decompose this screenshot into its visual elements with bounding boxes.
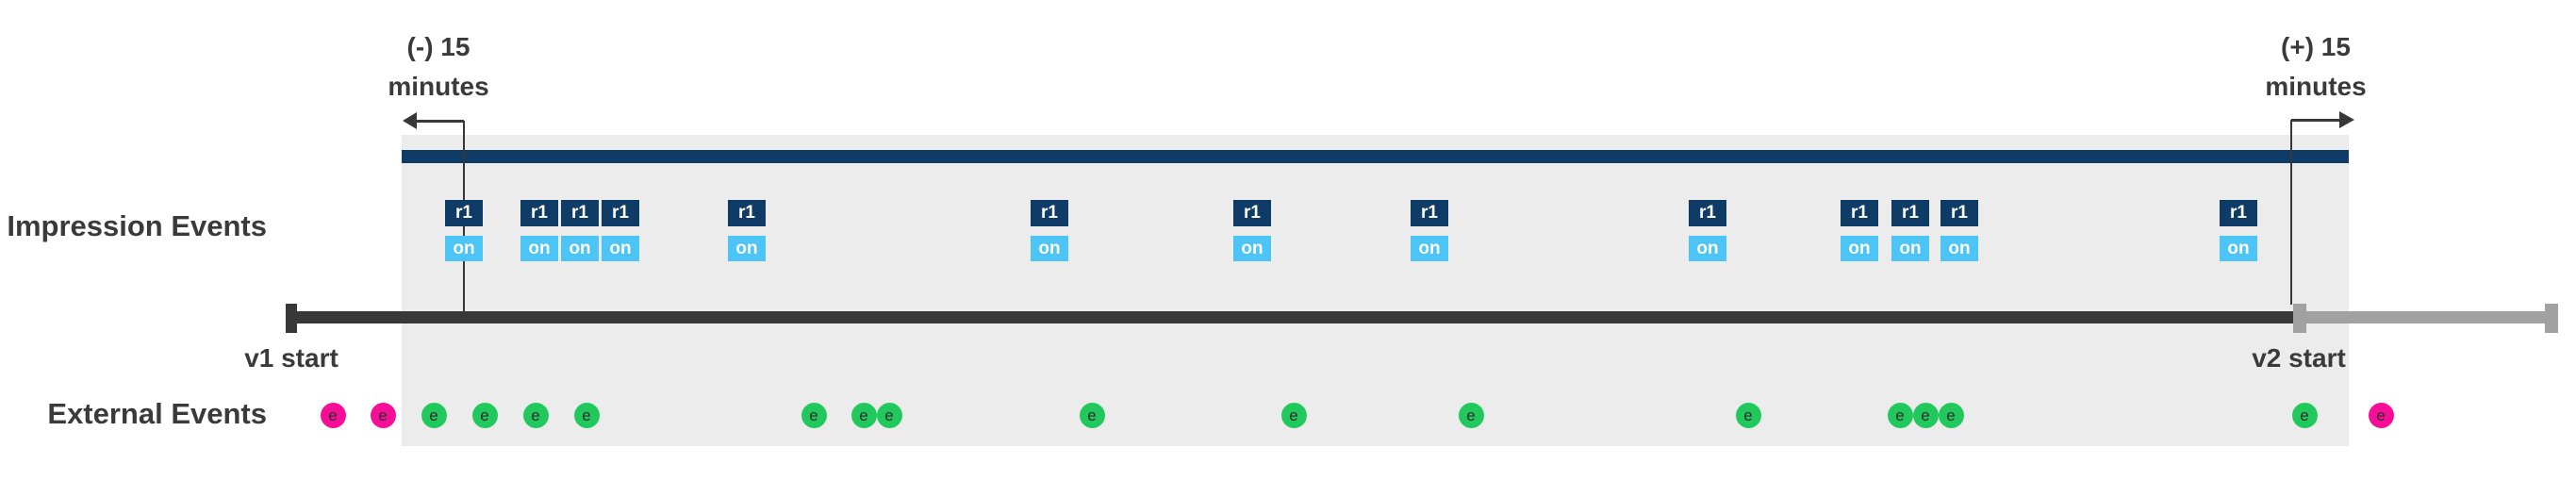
campaign-duration-bar — [402, 150, 2349, 163]
external-event-green: e — [522, 403, 549, 428]
impression-event: r1 on — [1689, 200, 1726, 261]
impression-r1-chip: r1 — [1841, 200, 1878, 226]
impression-event: r1 on — [1841, 200, 1878, 261]
impression-on-chip: on — [1031, 236, 1068, 261]
impression-events-label: Impression Events — [7, 209, 267, 242]
external-event-green: e — [421, 403, 447, 428]
external-event-green: e — [573, 403, 600, 428]
impression-r1-chip: r1 — [2220, 200, 2257, 226]
plus-15-arrow-line — [2291, 119, 2340, 122]
impression-r1-chip: r1 — [520, 200, 558, 226]
arrow-left-icon — [403, 112, 417, 129]
v1-timeline-bar — [286, 311, 2294, 323]
impression-on-chip: on — [1233, 236, 1271, 261]
impression-r1-chip: r1 — [1891, 200, 1929, 226]
external-event-green: e — [1938, 403, 1964, 428]
minus-15-label: (-) 15 — [406, 32, 471, 61]
external-event-green: e — [1458, 403, 1484, 428]
impression-r1-chip: r1 — [1940, 200, 1978, 226]
impression-on-chip: on — [1841, 236, 1878, 261]
external-event-green: e — [1280, 403, 1307, 428]
impression-r1-chip: r1 — [728, 200, 766, 226]
v2-start-cap — [2293, 304, 2306, 333]
impression-r1-chip: r1 — [445, 200, 483, 226]
external-event-pink: e — [2368, 403, 2394, 428]
plus-15-marker-line — [2290, 120, 2292, 305]
observation-window-panel — [402, 135, 2349, 446]
plus-15-label: (+) 15 — [2281, 32, 2351, 61]
external-event-green: e — [1079, 403, 1105, 428]
impression-event: r1 on — [561, 200, 599, 261]
v1-start-cap — [286, 304, 297, 333]
v2-timeline-bar — [2294, 311, 2546, 323]
external-events-label: External Events — [47, 397, 267, 430]
impression-on-chip: on — [445, 236, 483, 261]
external-event-green: e — [801, 403, 827, 428]
impression-r1-chip: r1 — [602, 200, 639, 226]
impression-on-chip: on — [602, 236, 639, 261]
impression-r1-chip: r1 — [1031, 200, 1068, 226]
timeline-end-cap — [2545, 304, 2558, 333]
impression-r1-chip: r1 — [1689, 200, 1726, 226]
impression-event: r1 on — [1411, 200, 1448, 261]
minus-15-minutes-label: minutes — [388, 72, 489, 101]
impression-event: r1 on — [602, 200, 639, 261]
plus-15-minutes-label: minutes — [2265, 72, 2367, 101]
external-event-green: e — [1887, 403, 1913, 428]
impression-r1-chip: r1 — [1411, 200, 1448, 226]
external-event-green: e — [1912, 403, 1939, 428]
v1-start-label: v1 start — [244, 343, 339, 373]
impression-r1-chip: r1 — [1233, 200, 1271, 226]
impression-event: r1 on — [2220, 200, 2257, 261]
impression-r1-chip: r1 — [561, 200, 599, 226]
impression-event: r1 on — [445, 200, 483, 261]
impression-on-chip: on — [1891, 236, 1929, 261]
external-event-pink: e — [370, 403, 396, 428]
impression-on-chip: on — [1689, 236, 1726, 261]
external-event-green: e — [471, 403, 498, 428]
impression-event: r1 on — [728, 200, 766, 261]
impression-on-chip: on — [2220, 236, 2257, 261]
impression-on-chip: on — [561, 236, 599, 261]
impression-on-chip: on — [1411, 236, 1448, 261]
external-event-pink: e — [320, 403, 346, 428]
impression-on-chip: on — [728, 236, 766, 261]
impression-event: r1 on — [1031, 200, 1068, 261]
arrow-right-icon — [2339, 111, 2354, 128]
impression-event: r1 on — [520, 200, 558, 261]
v2-start-label: v2 start — [2252, 343, 2346, 373]
impression-event: r1 on — [1940, 200, 1978, 261]
minus-15-arrow-line — [415, 120, 464, 123]
impression-event: r1 on — [1891, 200, 1929, 261]
external-event-green: e — [2291, 403, 2318, 428]
external-event-green: e — [1735, 403, 1761, 428]
external-event-green: e — [876, 403, 902, 428]
external-event-green: e — [850, 403, 877, 428]
impression-on-chip: on — [520, 236, 558, 261]
impression-event: r1 on — [1233, 200, 1271, 261]
impression-on-chip: on — [1940, 236, 1978, 261]
